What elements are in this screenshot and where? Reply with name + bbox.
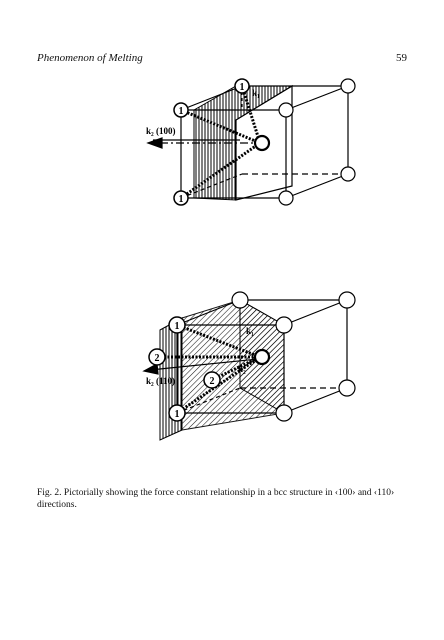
atom-label: 1 xyxy=(240,82,245,93)
bcc-diagram-100 xyxy=(146,78,356,206)
atom-label: 1 xyxy=(179,106,184,117)
atom-label: 1 xyxy=(179,194,184,205)
atom-label: 1 xyxy=(175,409,180,420)
page-number: 59 xyxy=(396,52,407,64)
atom-label: 2 xyxy=(210,376,215,387)
bcc-figure: 1 1 1 k₁ k₂ (100) xyxy=(142,78,356,441)
atom-label: 2 xyxy=(155,353,160,364)
force-vector-label: k₂ (100) xyxy=(146,126,175,136)
k1-label: k₁ xyxy=(246,326,254,336)
page-header: Phenomenon of Melting 59 xyxy=(37,52,407,68)
atom-label: 1 xyxy=(175,321,180,332)
k2-label: k₂ xyxy=(238,364,246,374)
bcc-diagram-110 xyxy=(142,291,356,441)
force-vector-label: k₂ (110) xyxy=(146,376,175,386)
figure-caption: Fig. 2. Pictorially showing the force co… xyxy=(37,488,395,510)
running-title: Phenomenon of Melting xyxy=(37,52,143,64)
k1-label: k₁ xyxy=(252,88,260,98)
